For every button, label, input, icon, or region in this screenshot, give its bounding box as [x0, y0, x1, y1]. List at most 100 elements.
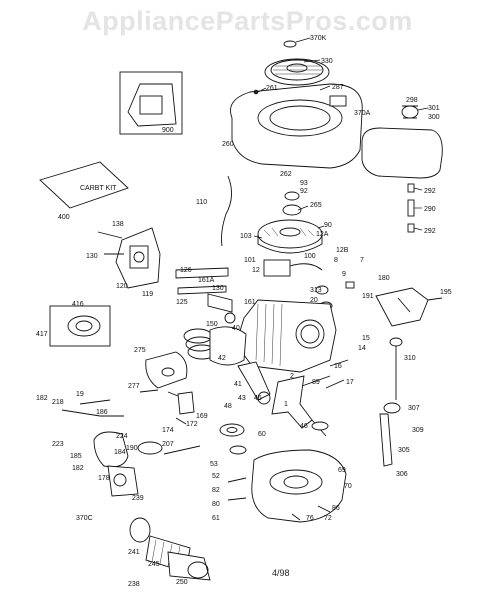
part-number-182-lower: 182	[72, 465, 84, 472]
part-number-301: 301	[428, 105, 440, 112]
part-number-14: 14	[358, 345, 366, 352]
part-number-90: 90	[324, 222, 332, 229]
part-number-238: 238	[128, 581, 140, 588]
part-number-120: 120	[116, 283, 128, 290]
part-number-15: 15	[362, 335, 370, 342]
part-number-2: 2	[290, 373, 294, 380]
part-number-186: 186	[96, 409, 108, 416]
part-number-218: 218	[52, 399, 64, 406]
ignition-coil	[263, 259, 323, 277]
part-number-93: 93	[300, 180, 308, 187]
blower-housing	[230, 83, 363, 169]
connecting-rod	[237, 361, 271, 405]
part-number-12: 12	[252, 267, 260, 274]
dipstick-tube	[379, 413, 393, 467]
part-number-310: 310	[404, 355, 416, 362]
air-filter-inset	[49, 305, 111, 347]
part-number-41: 41	[234, 381, 242, 388]
part-number-16: 16	[334, 363, 342, 370]
part-number-250: 250	[176, 579, 188, 586]
part-number-180: 180	[378, 275, 390, 282]
part-number-330: 330	[321, 58, 333, 65]
part-number-42: 42	[218, 355, 226, 362]
part-number-239: 239	[132, 495, 144, 502]
governor-linkage	[61, 359, 349, 455]
muffler-guard-and-screws	[139, 389, 195, 425]
part-number-89: 89	[312, 379, 320, 386]
part-number-125: 125	[176, 299, 188, 306]
fuel-tank	[361, 105, 443, 179]
part-number-241: 241	[128, 549, 140, 556]
part-number-207: 207	[162, 441, 174, 448]
part-number-46: 46	[300, 423, 308, 430]
part-number-80: 80	[212, 501, 220, 508]
part-number-184: 184	[114, 449, 126, 456]
part-number-290: 290	[424, 206, 436, 213]
diagram-date: 4/98	[272, 568, 290, 578]
part-number-313: 313	[310, 287, 322, 294]
part-number-260: 260	[222, 141, 234, 148]
part-number-400: 400	[58, 214, 70, 221]
air-filter-element	[129, 517, 211, 581]
part-number-185: 185	[70, 453, 82, 460]
part-number-92: 92	[300, 188, 308, 195]
part-number-150: 150	[206, 321, 218, 328]
flywheel	[257, 219, 323, 254]
part-number-130-b: 130	[212, 285, 224, 292]
part-number-287: 287	[332, 84, 344, 91]
part-number-12b: 12B	[336, 247, 349, 254]
piston	[209, 326, 247, 366]
cylinder-block	[235, 299, 337, 373]
part-number-48: 48	[224, 403, 232, 410]
muffler	[145, 351, 188, 389]
part-number-101: 101	[244, 257, 256, 264]
part-number-191: 191	[362, 293, 374, 300]
watermark: AppliancePartsPros.com	[82, 6, 413, 36]
breather-tube	[221, 175, 232, 247]
part-number-277: 277	[128, 383, 140, 390]
part-number-1: 1	[284, 401, 288, 408]
part-number-190: 190	[126, 445, 138, 452]
part-number-292-lower: 292	[424, 228, 436, 235]
sump	[251, 449, 347, 523]
part-number-298: 298	[406, 97, 418, 104]
part-number-9: 9	[342, 271, 346, 278]
part-number-292-upper: 292	[424, 188, 436, 195]
part-number-61: 61	[212, 515, 220, 522]
fuel-line-and-clamps	[407, 183, 415, 233]
bag-label: CARBT KIT	[80, 185, 117, 192]
part-number-8: 8	[334, 257, 338, 264]
part-number-103: 103	[240, 233, 252, 240]
part-number-309: 309	[412, 427, 424, 434]
part-number-245: 245	[148, 561, 160, 568]
part-number-416: 416	[72, 301, 84, 308]
dipstick	[383, 337, 403, 414]
part-number-306: 306	[396, 471, 408, 478]
part-number-43: 43	[238, 395, 246, 402]
intake-pipe-and-bolts	[175, 267, 233, 313]
part-number-900: 900	[162, 127, 174, 134]
part-number-130: 130	[86, 253, 98, 260]
part-number-261: 261	[266, 85, 278, 92]
part-number-161: 161	[244, 299, 256, 306]
part-number-417: 417	[36, 331, 48, 338]
part-number-262: 262	[280, 171, 292, 178]
sump-bolts-and-gaskets	[227, 477, 331, 521]
part-labels: 370K 330 287 370A 261 900 298 301 300 26…	[36, 35, 452, 588]
crankshaft	[271, 375, 331, 437]
part-number-76: 76	[306, 515, 314, 522]
part-number-20: 20	[310, 297, 318, 304]
part-number-305: 305	[398, 447, 410, 454]
part-number-52: 52	[212, 473, 220, 480]
part-number-169: 169	[196, 413, 208, 420]
governor-control-bracket	[375, 287, 443, 327]
part-number-45: 45	[254, 395, 262, 402]
part-number-138: 138	[112, 221, 124, 228]
part-number-119: 119	[142, 291, 153, 298]
part-number-40: 40	[232, 325, 240, 332]
part-number-182: 182	[36, 395, 48, 402]
starter-cap	[264, 40, 330, 86]
part-number-100: 100	[304, 253, 316, 260]
part-number-161a: 161A	[198, 277, 215, 284]
part-number-110: 110	[196, 199, 207, 206]
